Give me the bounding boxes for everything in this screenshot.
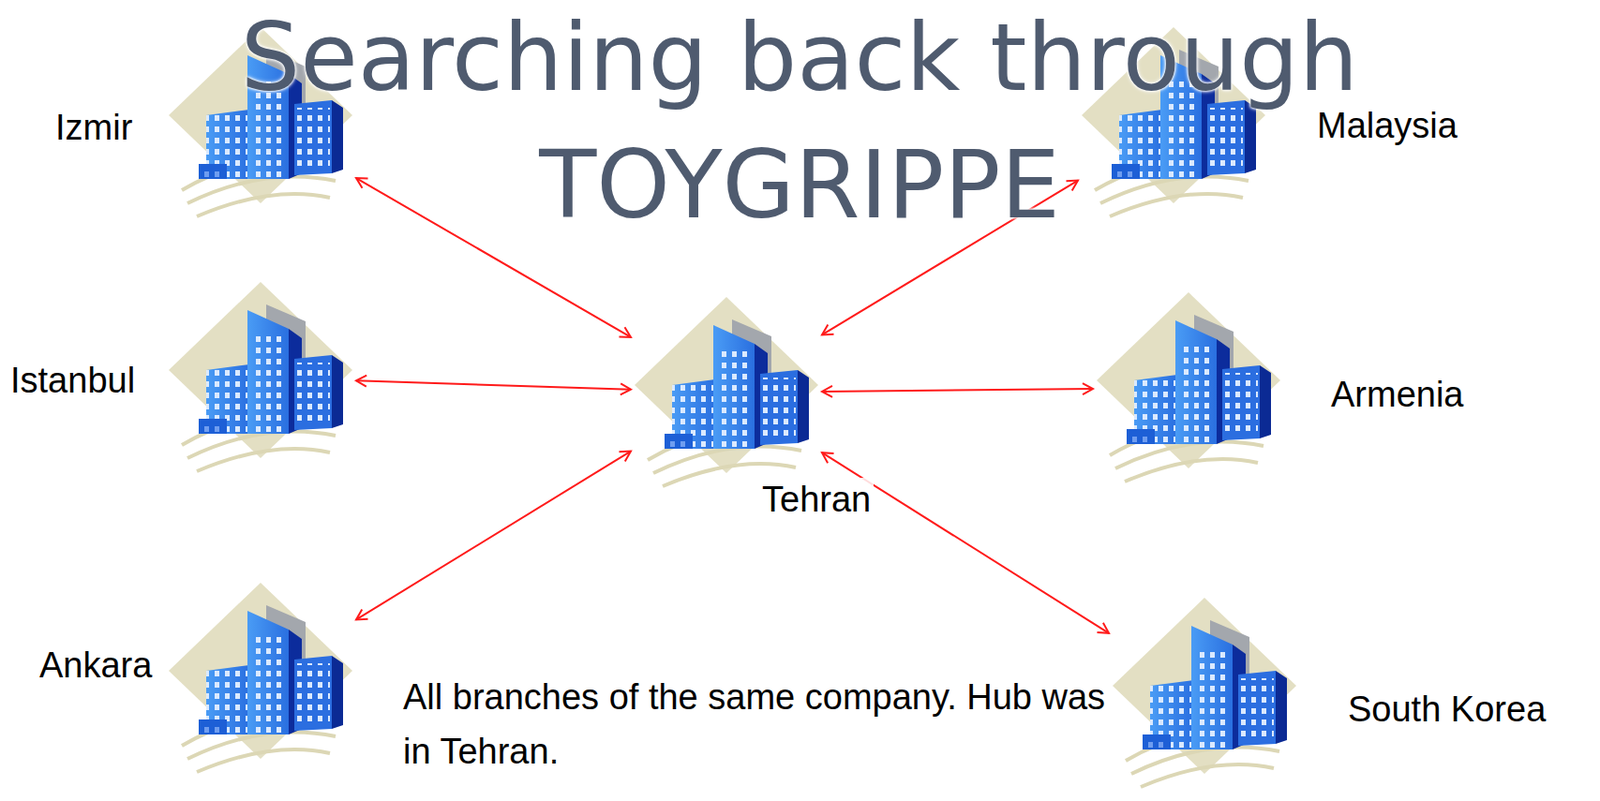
slide-title: Searching back through TOYGRIPPE xyxy=(96,0,1503,250)
link-arrow xyxy=(356,451,631,621)
node-label: Izmir xyxy=(52,105,135,150)
building-icon xyxy=(627,293,826,493)
note-text: All branches of the same company. Hub wa… xyxy=(403,670,1116,779)
node-label: Istanbul xyxy=(7,358,138,403)
node-label: South Korea xyxy=(1345,687,1549,732)
building-node: South Korea xyxy=(1105,594,1304,793)
link-arrow xyxy=(822,388,1093,392)
link-arrow xyxy=(356,380,631,389)
building-icon xyxy=(161,278,360,478)
node-label: Armenia xyxy=(1328,373,1467,417)
building-node: Tehran xyxy=(627,293,826,493)
building-node: Istanbul xyxy=(161,278,360,478)
building-icon xyxy=(1105,594,1304,793)
building-node: Armenia xyxy=(1089,288,1288,488)
building-icon xyxy=(1089,288,1288,488)
building-icon xyxy=(161,579,360,778)
building-node: Ankara xyxy=(161,579,360,778)
node-label: Ankara xyxy=(36,643,155,688)
node-label: Tehran xyxy=(759,478,874,522)
